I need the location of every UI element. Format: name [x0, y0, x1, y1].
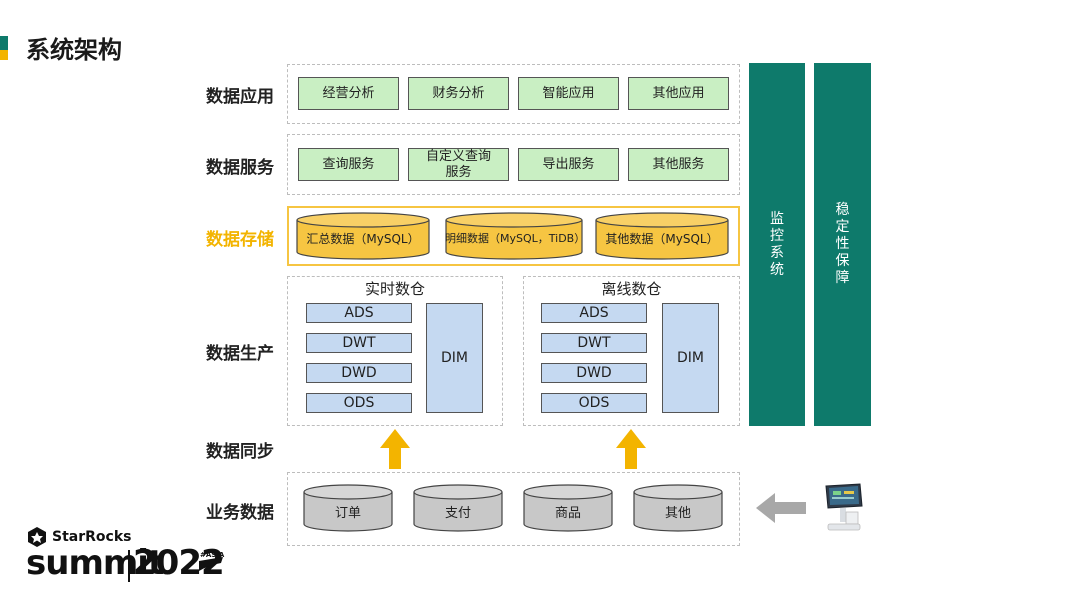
storage-label-detail: 明细数据（MySQL，TiDB）	[445, 232, 586, 245]
business-cylinder-payment: 支付	[413, 484, 503, 532]
title-accent-bar	[0, 36, 8, 58]
app-item-other-apps: 其他应用	[628, 77, 729, 110]
row-label-app: 数据应用	[206, 87, 274, 107]
service-item-custom-query: 自定义查询服务	[408, 148, 509, 181]
realtime-layer-ads: ADS	[306, 303, 412, 323]
brand-tag: #ASIA	[200, 551, 225, 559]
side-column-monitoring-label: 监控系统	[770, 210, 784, 278]
realtime-warehouse-title: 实时数仓	[364, 280, 425, 298]
offline-dim: DIM	[662, 303, 719, 413]
side-column-stability: 稳定性保障	[814, 63, 871, 426]
realtime-layer-dwd: DWD	[306, 363, 412, 383]
storage-cylinder-summary: 汇总数据（MySQL）	[296, 212, 430, 260]
offline-warehouse-frame	[523, 276, 740, 426]
offline-layer-dwd: DWD	[541, 363, 647, 383]
storage-label-summary: 汇总数据（MySQL）	[306, 231, 420, 246]
realtime-dim: DIM	[426, 303, 483, 413]
business-label-payment: 支付	[444, 505, 471, 521]
business-cylinder-orders: 订单	[303, 484, 393, 532]
starrocks-logo-icon	[28, 527, 46, 547]
brand-summit: summit	[26, 543, 164, 583]
brand-tag-badge: #ASIA	[199, 551, 225, 571]
offline-layer-ods: ODS	[541, 393, 647, 413]
realtime-layer-ods: ODS	[306, 393, 412, 413]
app-item-smart-app: 智能应用	[518, 77, 619, 110]
offline-warehouse-title: 离线数仓	[601, 280, 662, 298]
row-label-sync: 数据同步	[206, 442, 274, 462]
realtime-layer-dwt: DWT	[306, 333, 412, 353]
app-layer-frame	[287, 64, 740, 124]
app-item-finance-analysis: 财务分析	[408, 77, 509, 110]
brand-name: StarRocks	[52, 529, 132, 545]
pos-terminal-icon	[825, 483, 863, 531]
business-label-orders: 订单	[334, 505, 361, 521]
row-label-storage: 数据存储	[206, 230, 274, 250]
service-item-query: 查询服务	[298, 148, 399, 181]
side-column-stability-label: 稳定性保障	[835, 202, 850, 286]
app-item-business-analysis: 经营分析	[298, 77, 399, 110]
business-label-other: 其他	[664, 505, 691, 521]
storage-cylinder-other: 其他数据（MySQL）	[595, 212, 729, 260]
row-label-service: 数据服务	[206, 158, 274, 178]
business-cylinder-other: 其他	[633, 484, 723, 532]
row-label-production: 数据生产	[206, 344, 274, 364]
business-cylinder-products: 商品	[523, 484, 613, 532]
service-item-other: 其他服务	[628, 148, 729, 181]
incoming-arrow-icon	[756, 493, 806, 523]
service-layer-frame	[287, 134, 740, 195]
storage-label-other: 其他数据（MySQL）	[605, 231, 719, 246]
sync-arrow-offline-icon	[616, 429, 646, 469]
side-column-monitoring: 监控系统	[749, 63, 805, 426]
service-item-export: 导出服务	[518, 148, 619, 181]
offline-layer-ads: ADS	[541, 303, 647, 323]
title-accent-bar-yellow	[0, 50, 8, 60]
offline-layer-dwt: DWT	[541, 333, 647, 353]
storage-layer-frame	[287, 206, 740, 266]
storage-cylinder-detail: 明细数据（MySQL，TiDB）	[445, 212, 586, 260]
row-label-business: 业务数据	[206, 503, 274, 523]
business-layer-frame	[287, 472, 740, 546]
realtime-warehouse-frame	[287, 276, 503, 426]
sync-arrow-realtime-icon	[380, 429, 410, 469]
brand-divider	[128, 550, 130, 582]
business-label-products: 商品	[554, 505, 581, 521]
page-title: 系统架构	[26, 36, 122, 64]
